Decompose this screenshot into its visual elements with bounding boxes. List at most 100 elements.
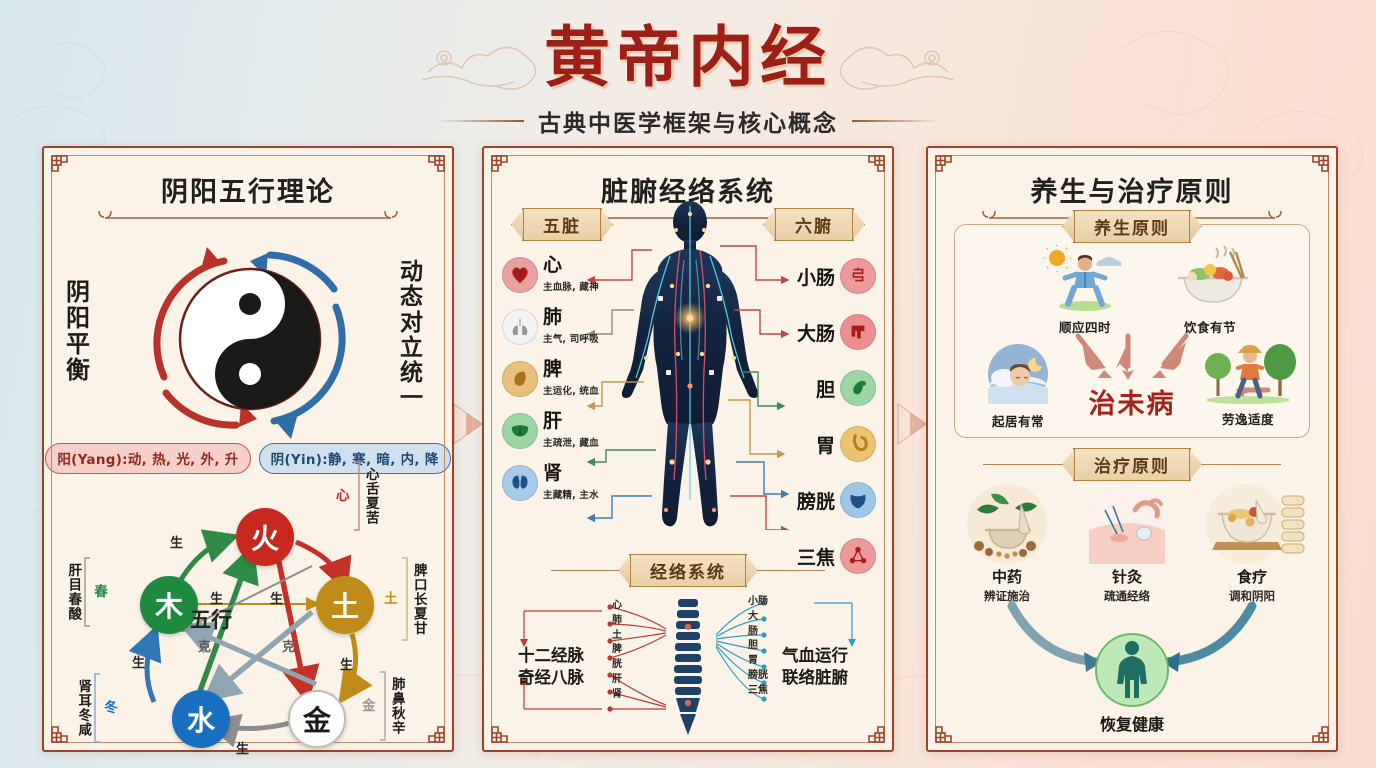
- zang-spleen-desc: 主运化, 统血: [543, 386, 599, 397]
- zl-badge-row: 治疗原则: [928, 448, 1336, 481]
- ys-item-3[interactable]: 劳逸适度: [1196, 338, 1300, 428]
- panel3-title: 养生与治疗原则: [1030, 177, 1234, 208]
- correspondence-wood-items: 肝目春酸: [65, 563, 82, 621]
- fu-small-intestine-name: 小肠: [796, 266, 835, 289]
- food-bowl-icon: [1178, 245, 1248, 303]
- panel-yin-yang-five-elements: 阴阳五行理论 阴阳平衡 动态对立统一: [42, 146, 454, 757]
- fu-item-gallbladder[interactable]: 胆: [816, 370, 876, 406]
- meridian-diagram: 心 肺 土 脾 胱 肝 肾 小肠 大 肠 胆 胃 膀胱 三焦: [484, 596, 892, 737]
- result-block: 恢复健康: [928, 632, 1336, 735]
- subtitle-rule-left: [438, 120, 524, 122]
- fu-item-triple-burner[interactable]: 三焦: [797, 538, 876, 574]
- zang-item-liver[interactable]: 肝 主疏泄, 藏血: [502, 412, 599, 449]
- relation-sheng-5: 生: [236, 742, 250, 757]
- cloud-ornament-right-icon: [839, 46, 955, 90]
- fu-item-small-intestine[interactable]: 小肠: [797, 258, 876, 294]
- yin-attributes-pill: 阴(Yin):静, 寒, 暗, 内, 降: [258, 443, 451, 474]
- correspondence-fire: 心 心舌夏苦: [336, 460, 421, 532]
- ys-label-2: 起居有常: [991, 414, 1044, 429]
- element-node-earth[interactable]: 土: [316, 576, 374, 634]
- zang-item-kidney[interactable]: 肾 主藏精, 主水: [502, 464, 599, 501]
- central-goal: 治未病: [928, 382, 1336, 421]
- yin-yang-pills: 阳(Yang):动, 热, 光, 外, 升 阴(Yin):静, 寒, 暗, 内,…: [44, 443, 452, 474]
- meridian-right-summary: 气血运行 联络脏腑: [782, 646, 848, 687]
- element-node-water[interactable]: 水: [172, 690, 230, 748]
- correspondence-metal: 金 肺鼻秋辛: [362, 670, 447, 742]
- relation-ke-2: 克: [282, 640, 296, 655]
- meridian-lines-left: [520, 604, 667, 712]
- zl-name-0: 中药: [991, 568, 1022, 586]
- relation-sheng-1: 生: [170, 536, 184, 551]
- ys-item-1[interactable]: 饮食有节: [1160, 244, 1260, 336]
- panel-health-treatment-principles: 养生与治疗原则 养生原则: [926, 146, 1338, 752]
- yin-yang-area: 阴阳平衡 动态对立统一: [44, 231, 452, 447]
- zang-kidney-name: 肾: [543, 462, 563, 484]
- walking-person-icon: [1205, 344, 1296, 404]
- correspondence-wood: 肝目春酸 春: [65, 556, 151, 628]
- subtitle-rule-right: [852, 120, 938, 122]
- correspondence-earth-tag: 土: [384, 590, 398, 607]
- five-elements-center-label: 五行: [190, 607, 232, 632]
- zl-item-2[interactable]: 食疗 调和阴阳: [1192, 484, 1312, 604]
- element-node-wood[interactable]: 木: [140, 576, 198, 634]
- connector-arrow-2-icon: [897, 402, 928, 446]
- meridian-left-label-2: 土: [612, 629, 622, 641]
- zl-sub-2: 调和阴阳: [1229, 589, 1275, 603]
- ys-label-0: 顺应四时: [1058, 320, 1111, 335]
- correspondence-water-items: 肾耳冬咸: [75, 679, 92, 737]
- relation-sheng-4: 生: [340, 658, 354, 673]
- correspondence-metal-tag: 金: [362, 697, 376, 714]
- meridian-rule-left: [551, 569, 623, 572]
- zang-kidney-text: 肾 主藏精, 主水: [543, 462, 599, 502]
- correspondence-earth: 土 脾口长夏甘: [384, 556, 483, 642]
- page-title: 黄帝内经: [544, 18, 832, 96]
- ys-item-2[interactable]: 起居有常: [970, 344, 1066, 430]
- bracket-icon: [353, 461, 360, 531]
- zang-item-spleen[interactable]: 脾 主运化, 统血: [502, 360, 599, 397]
- page-subtitle: 古典中医学框架与核心概念: [538, 110, 838, 137]
- zl-rule-left: [983, 463, 1067, 466]
- meridian-left-label-0: 心: [612, 600, 622, 611]
- element-node-metal[interactable]: 金: [288, 690, 346, 748]
- zl-sub-1: 疏通经络: [1104, 589, 1150, 603]
- ys-badge-wrap: 养生原则: [928, 210, 1336, 243]
- yin-yang-balance-label: 阴阳平衡: [66, 277, 90, 384]
- fu-item-bladder[interactable]: 膀胱: [797, 482, 876, 518]
- yang-attributes-pill: 阳(Yang):动, 热, 光, 外, 升: [45, 443, 251, 474]
- lungs-icon: [502, 308, 538, 345]
- connector-arrow-1-icon: [453, 402, 484, 446]
- relation-sheng-2: 生: [210, 592, 224, 607]
- zang-item-heart[interactable]: 心 主血脉, 藏神: [502, 256, 599, 293]
- fu-item-stomach[interactable]: 胃: [816, 426, 876, 462]
- fu-badge-wrap: 六腑: [774, 208, 854, 241]
- soup-pot-icon: [1206, 484, 1305, 564]
- bracket-icon: [401, 557, 408, 641]
- sleeping-person-icon: [988, 344, 1048, 404]
- meridian-badge: 经络系统: [629, 554, 747, 587]
- zl-item-0[interactable]: 中药 辨证施治: [952, 484, 1062, 604]
- fu-item-large-intestine[interactable]: 大肠: [797, 314, 876, 350]
- fu-list: 小肠 大肠 胆 胃: [797, 258, 876, 574]
- zl-rule-right: [1197, 463, 1281, 466]
- correspondence-water: 肾耳冬咸 冬: [75, 672, 161, 744]
- zang-spleen-text: 脾 主运化, 统血: [543, 358, 599, 398]
- zang-badge: 五脏: [522, 208, 602, 241]
- central-goal-text: 治未病: [1088, 389, 1176, 420]
- human-body-meridian-figure: [621, 201, 759, 527]
- element-node-fire[interactable]: 火: [236, 508, 294, 566]
- subtitle-row: 古典中医学框架与核心概念: [0, 104, 1376, 138]
- zang-spleen-name: 脾: [543, 358, 563, 380]
- zl-item-1[interactable]: 针灸 疏通经络: [1072, 484, 1182, 604]
- spine-icon: [674, 599, 702, 735]
- taichi-person-icon: [1044, 245, 1122, 311]
- result-label: 恢复健康: [1099, 715, 1164, 734]
- ys-label-1: 饮食有节: [1183, 320, 1236, 335]
- meridian-rule-right: [753, 569, 825, 572]
- relation-ke-1: 克: [198, 640, 212, 655]
- zang-heart-desc: 主血脉, 藏神: [543, 282, 599, 293]
- zang-item-lung[interactable]: 肺 主气, 司呼吸: [502, 308, 599, 345]
- zl-name-2: 食疗: [1236, 568, 1267, 586]
- meridian-lines-right: [715, 600, 856, 702]
- meridian-left-labels: 心 肺 土 脾 胱 肝 肾: [606, 599, 628, 703]
- ys-item-0[interactable]: 顺应四时: [1040, 244, 1130, 336]
